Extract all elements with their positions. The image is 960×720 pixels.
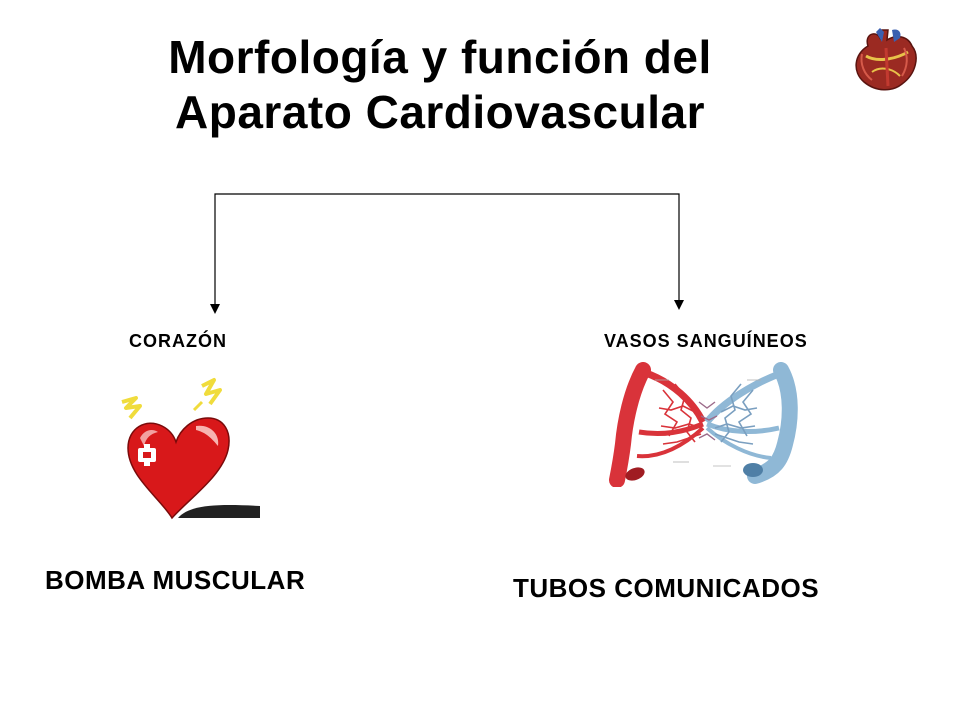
- branch-label-vessels: VASOS SANGUÍNEOS: [604, 331, 808, 351]
- bracket-line: [214, 193, 680, 310]
- function-label-vessels: TUBOS COMUNICADOS: [513, 573, 820, 603]
- cartoon-heart-icon: [121, 378, 260, 520]
- capillary-network-icon: [609, 362, 798, 487]
- title-line-2: Aparato Cardiovascular: [175, 86, 705, 138]
- title-line-1: Morfología y función del: [168, 31, 712, 83]
- arrow-to-vessels: [674, 300, 684, 310]
- slide-title: Morfología y función del Aparato Cardiov…: [40, 30, 840, 140]
- function-label-heart: BOMBA MUSCULAR: [45, 565, 306, 595]
- branch-label-heart: CORAZÓN: [129, 331, 227, 351]
- arrow-to-heart: [210, 304, 220, 314]
- anatomical-heart-icon: [855, 28, 917, 91]
